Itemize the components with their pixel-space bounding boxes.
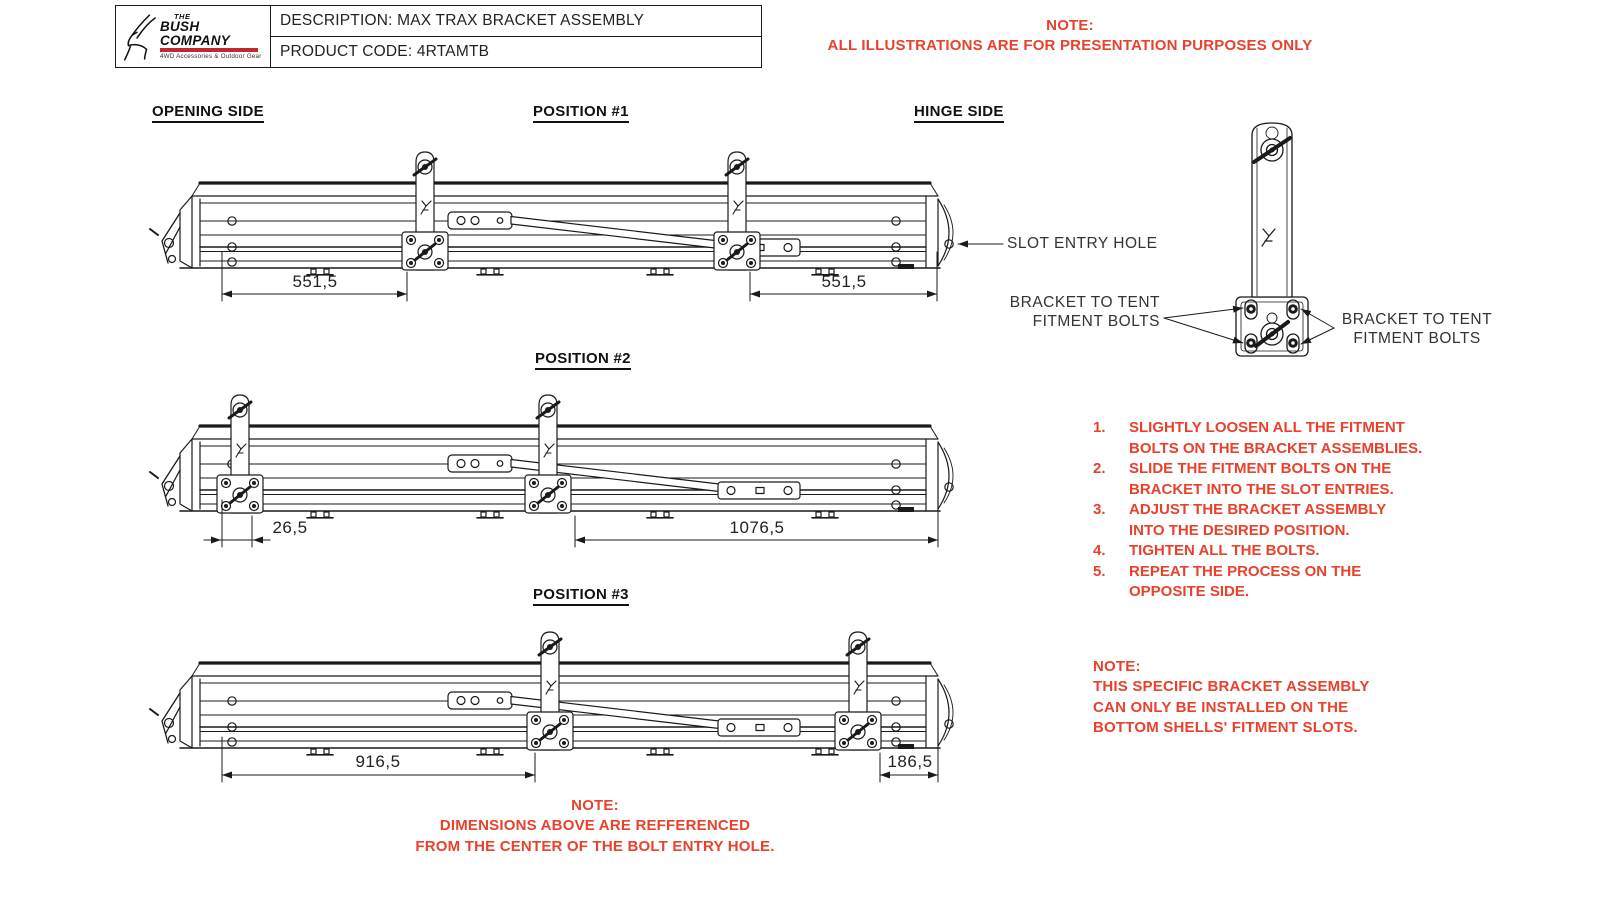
dim-pos1-left: 551,5 bbox=[292, 272, 338, 291]
step-number: 4. bbox=[1093, 542, 1106, 559]
description-row: DESCRIPTION: MAX TRAX BRACKET ASSEMBLY bbox=[271, 6, 761, 37]
step-number: 5. bbox=[1093, 562, 1106, 580]
label-slot-entry-hole: SLOT ENTRY HOLE bbox=[1007, 235, 1158, 252]
step-number: 2. bbox=[1093, 460, 1106, 477]
logo-text: THE BUSH COMPANY 4WD Accessories & Outdo… bbox=[159, 11, 268, 60]
step-text: SLIDE THE FITMENT BOLTS ON THE BRACKET I… bbox=[1129, 460, 1394, 498]
dim-pos2-right: 1076,5 bbox=[729, 518, 785, 537]
bottom-note-text: DIMENSIONS ABOVE ARE REFFERENCED FROM TH… bbox=[415, 817, 775, 855]
mid-note-text: THIS SPECIFIC BRACKET ASSEMBLY CAN ONLY … bbox=[1093, 678, 1370, 737]
bottom-note: NOTE: DIMENSIONS ABOVE ARE REFFERENCED F… bbox=[380, 796, 810, 857]
mid-note: NOTE: THIS SPECIFIC BRACKET ASSEMBLY CAN… bbox=[1093, 657, 1423, 739]
dim-pos3-left: 916,5 bbox=[355, 752, 401, 771]
heading-position-3: POSITION #3 bbox=[533, 586, 629, 606]
company-logo: THE BUSH COMPANY 4WD Accessories & Outdo… bbox=[116, 6, 271, 67]
logo-tagline: 4WD Accessories & Outdoor Gear bbox=[159, 52, 262, 60]
installation-steps: 1. SLIGHTLY LOOSEN ALL THE FITMENT BOLTS… bbox=[1093, 418, 1439, 603]
dim-pos3-right: 186,5 bbox=[887, 752, 933, 771]
step-text: ADJUST THE BRACKET ASSEMBLY INTO THE DES… bbox=[1129, 501, 1387, 539]
top-note: NOTE: ALL ILLUSTRATIONS ARE FOR PRESENTA… bbox=[770, 16, 1370, 57]
top-note-heading: NOTE: bbox=[1046, 17, 1094, 34]
product-code-row: PRODUCT CODE: 4RTAMTB bbox=[280, 43, 490, 60]
dimension-lines-position-3 bbox=[221, 736, 939, 783]
step-number: 3. bbox=[1093, 501, 1106, 518]
assembly-position-1 bbox=[150, 150, 953, 275]
dimension-lines-position-1 bbox=[221, 251, 938, 302]
heading-hinge-side: HINGE SIDE bbox=[914, 103, 1004, 123]
logo-red-rule bbox=[159, 48, 258, 52]
dim-pos2-left: 26,5 bbox=[272, 518, 308, 537]
heading-position-1: POSITION #1 bbox=[533, 103, 629, 123]
dim-pos1-right: 551,5 bbox=[821, 272, 867, 291]
assembly-position-3 bbox=[150, 630, 953, 755]
assembly-position-2 bbox=[150, 393, 953, 518]
dimension-lines-position-2 bbox=[203, 499, 939, 548]
step-text: SLIGHTLY LOOSEN ALL THE FITMENT BOLTS ON… bbox=[1129, 419, 1423, 457]
top-note-text: ALL ILLUSTRATIONS ARE FOR PRESENTATION P… bbox=[827, 37, 1313, 55]
title-block: THE BUSH COMPANY 4WD Accessories & Outdo… bbox=[115, 5, 762, 68]
logo-brand: BUSH COMPANY bbox=[159, 19, 231, 48]
leader-lines bbox=[957, 240, 1335, 345]
step-text: REPEAT THE PROCESS ON THE OPPOSITE SIDE. bbox=[1129, 562, 1362, 601]
step-text: TIGHTEN ALL THE BOLTS. bbox=[1129, 542, 1320, 559]
label-bracket-to-tent-left: BRACKET TO TENT FITMENT BOLTS bbox=[1009, 294, 1160, 330]
mid-note-heading: NOTE: bbox=[1093, 658, 1141, 675]
label-bracket-to-tent-right: BRACKET TO TENT FITMENT BOLTS bbox=[1341, 311, 1493, 347]
heading-opening-side: OPENING SIDE bbox=[152, 103, 264, 123]
bottom-note-heading: NOTE: bbox=[571, 797, 619, 814]
step-number: 1. bbox=[1093, 419, 1106, 436]
antelope-logo-icon bbox=[123, 13, 156, 61]
logo-the: THE bbox=[173, 11, 191, 21]
heading-position-2: POSITION #2 bbox=[535, 350, 631, 370]
bracket-front-view bbox=[1235, 122, 1309, 357]
